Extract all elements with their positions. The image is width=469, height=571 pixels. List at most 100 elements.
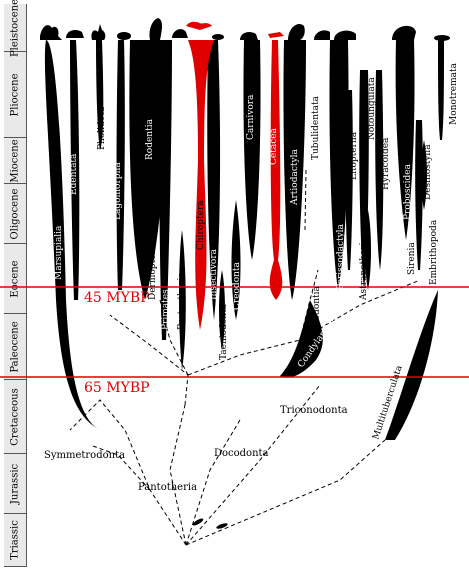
label-dermoptera: Dermoptera [148,244,158,300]
creodonta-spindle [231,200,241,320]
bat-icon [186,21,212,30]
taeniodonta-spindle [219,270,225,350]
astrapotheria-spindle [365,210,371,290]
label-docodonta: Docodonta [214,448,269,459]
edentata-spindle [70,40,80,300]
label-proteutheria: Proteutheria [177,272,187,330]
lineage-spindles [44,40,444,440]
label-litopterna: Litopterna [349,131,359,180]
label-embrithopoda: Embrithopoda [429,219,439,285]
deer-icon [288,23,305,40]
label-symmetrodonta: Symmetrodonta [44,450,125,461]
triconodonta-lineage [185,384,321,546]
carnivora-spindle [243,40,261,260]
label-creodonta: Creodonta [232,261,242,310]
pantotheria-lineage [169,404,187,546]
label-desmostylia: Desmostylia [423,144,433,200]
platypus-icon [434,35,450,41]
period-eocene: Eocene [4,244,26,314]
chiroptera-spindle [188,40,214,330]
highlighted-lineages [188,40,283,330]
animal-silhouettes [40,18,450,41]
label-hyracoidea: Hyracoidea [381,137,391,190]
label-sirenia: Sirenia [407,242,417,275]
period-pleistocene: Pleistocene [4,0,26,57]
label-tubulidentata: Tubulidentata [311,95,321,160]
proteutheria-spindle [179,230,186,370]
perissodactyla-spindle [329,40,349,290]
root-lineage [69,399,187,546]
rabbit-icon [91,24,106,40]
multituberculata-spindle [385,290,438,440]
ungulate-radiation [187,279,421,376]
geologic-timescale: Pleistocene Pliocene Miocene Oligocene E… [4,0,27,567]
label-pholidota: Pholidota [97,106,107,150]
rhino-icon [334,30,356,40]
time-markers: 45 MYBP 65 MYBP [0,286,469,396]
lagomorpha-spindle [116,40,125,290]
early-fossil [192,518,204,526]
horse-icon [314,30,330,40]
marker-65-label: 65 MYBP [84,380,150,396]
period-oligocene: Oligocene [4,184,26,244]
label-cetacea: Cetacea [269,127,279,165]
proboscidea-spindle [395,40,415,240]
whale-icon [268,32,284,38]
period-cretaceous: Cretaceous [4,380,26,454]
label-pantotheria: Pantotheria [138,482,197,493]
label-triconodonta: Triconodonta [280,405,348,416]
label-carnivora: Carnivora [246,94,256,140]
label-lagomorpha: Lagomorpha [113,162,123,220]
label-chiroptera: Chiroptera [196,200,206,250]
carnivore-icon [240,32,258,40]
tubulidentata-branch [304,169,307,231]
marker-45-label: 45 MYBP [84,290,150,306]
hyracoidea-spindle [375,70,384,270]
placental-radiation [109,314,189,406]
label-tillodontia: Tillodontia [312,285,322,335]
label-primates: Primates [161,289,171,330]
label-proboscidea: Proboscidea [403,163,413,220]
label-perissodactyla: Perissodactyla [336,223,346,290]
marsupialia-spindle [44,40,100,430]
litopterna-spindle [345,90,353,270]
cetacea-spindle [269,40,283,300]
rodent-icon [117,32,131,40]
dermoptera-spindle [149,45,157,260]
label-taeniodonta: Taeniodonta [219,303,229,360]
mole-icon [212,34,224,40]
kangaroo-icon [40,25,62,40]
label-monotremata: Monotremata [449,62,459,125]
label-rodentia: Rodentia [145,118,155,160]
sirenia-spindle [415,120,423,270]
period-triassic: Triassic [4,514,26,567]
label-insectivora: Insectivora [209,248,219,300]
monotremata-spindle [438,40,444,140]
desmostylia-spindle [421,140,427,210]
label-artiodactyla: Artiodactyla [290,149,300,206]
period-pliocene: Pliocene [4,52,26,138]
early-fossil [216,523,228,529]
elephant-icon [392,25,416,40]
label-marsupialia: Marsupialia [54,225,64,280]
primate-icon [149,18,162,40]
period-jurassic: Jurassic [4,454,26,514]
label-edentata: Edentata [69,153,79,195]
ancestral-fossils [192,518,228,529]
docodonta-lineage [185,419,241,546]
pholidota-spindle [96,40,104,150]
period-miocene: Miocene [4,138,26,184]
shrew-icon [172,29,188,38]
label-notoungulata: Notoungulata [367,77,377,140]
early-clade-labels: Triconodonta Docodonta Symmetrodonta Pan… [44,405,348,493]
insectivora-spindle [207,40,221,320]
condylarthra-spindle [280,300,323,378]
label-astrapotheria: Astrapotheria [359,236,369,301]
period-paleocene: Paleocene [4,314,26,380]
armadillo-icon [66,30,84,38]
primates-spindle [159,40,172,340]
artiodactyla-spindle [283,40,306,300]
symmetrodonta-lineage [89,444,151,491]
